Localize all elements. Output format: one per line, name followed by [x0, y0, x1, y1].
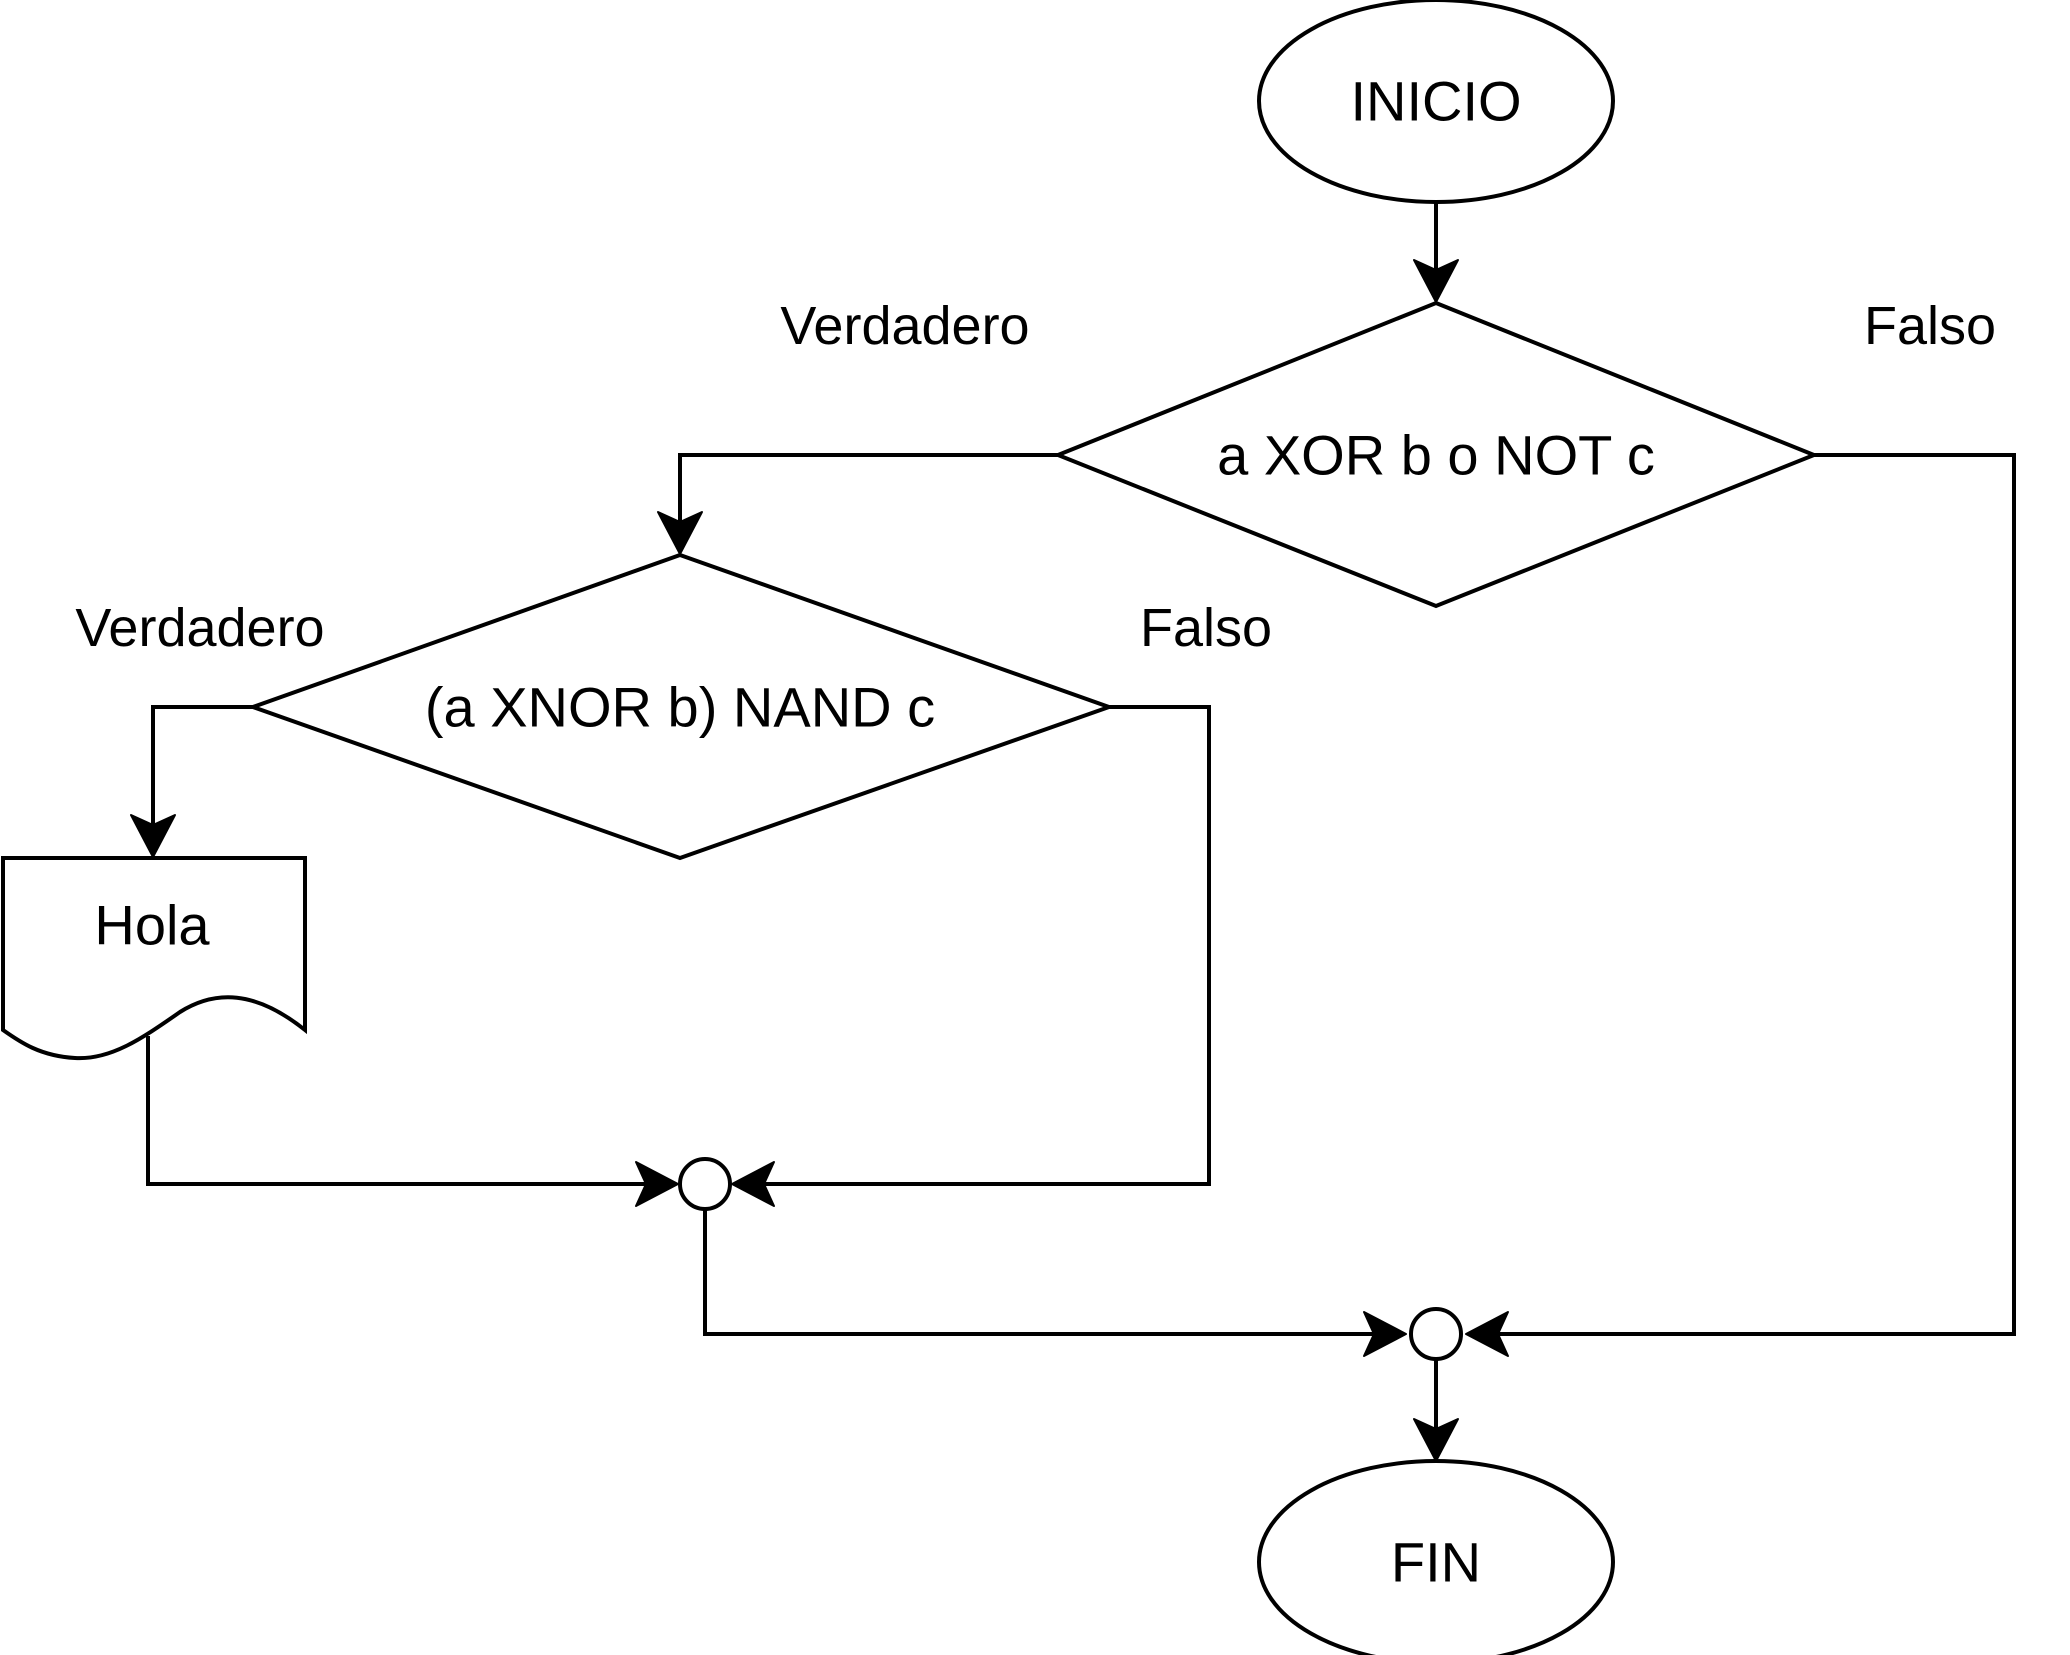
start-terminator: INICIO: [1257, 0, 1615, 204]
end-shape: [1257, 1459, 1615, 1655]
edge-inner-false-to-merge: [750, 705, 1211, 1186]
inner-true-label: Verdadero: [75, 598, 324, 658]
edge-outer-true-to-inner-decision: [678, 453, 1058, 535]
arrowhead-merge-top-left: [635, 1161, 679, 1207]
edge-outer-false-to-merge: [1484, 453, 2016, 1336]
arrowhead-hola-in: [130, 814, 176, 858]
arrowhead-outer-decision-in: [1413, 259, 1459, 303]
edge-hola-to-merge: [146, 1036, 660, 1186]
outer-false-label: Falso: [1864, 296, 1996, 356]
inner-decision: (a XNOR b) NAND c: [247, 552, 1116, 861]
arrowhead-merge-bottom-left: [1363, 1311, 1407, 1357]
start-shape: [1257, 0, 1615, 204]
inner-false-label: Falso: [1140, 598, 1272, 658]
arrowhead-inner-decision-in: [657, 511, 703, 555]
merge-connector-outer: [1409, 1307, 1463, 1361]
hola-output-label: Hola: [94, 894, 210, 957]
outer-decision-shape: [1052, 300, 1820, 609]
end-label: FIN: [1391, 1531, 1481, 1594]
hola-output: Hola: [0, 856, 307, 1061]
outer-decision-label: a XOR b o NOT c: [1217, 424, 1655, 487]
inner-decision-label: (a XNOR b) NAND c: [425, 676, 935, 739]
outer-decision: a XOR b o NOT c: [1052, 300, 1820, 609]
hola-output-shape: [0, 856, 307, 1061]
end-terminator: FIN: [1257, 1459, 1615, 1655]
outer-true-label: Verdadero: [780, 296, 1029, 356]
edge-merge-to-merge: [703, 1209, 1388, 1336]
merge-connector-inner: [678, 1157, 732, 1211]
arrowhead-merge-bottom-right: [1465, 1311, 1509, 1357]
arrowhead-merge-top-right: [731, 1161, 775, 1207]
start-label: INICIO: [1350, 70, 1521, 133]
arrowhead-end-in: [1413, 1418, 1459, 1462]
edge-inner-true-to-hola: [151, 705, 253, 838]
inner-decision-shape: [247, 552, 1116, 861]
